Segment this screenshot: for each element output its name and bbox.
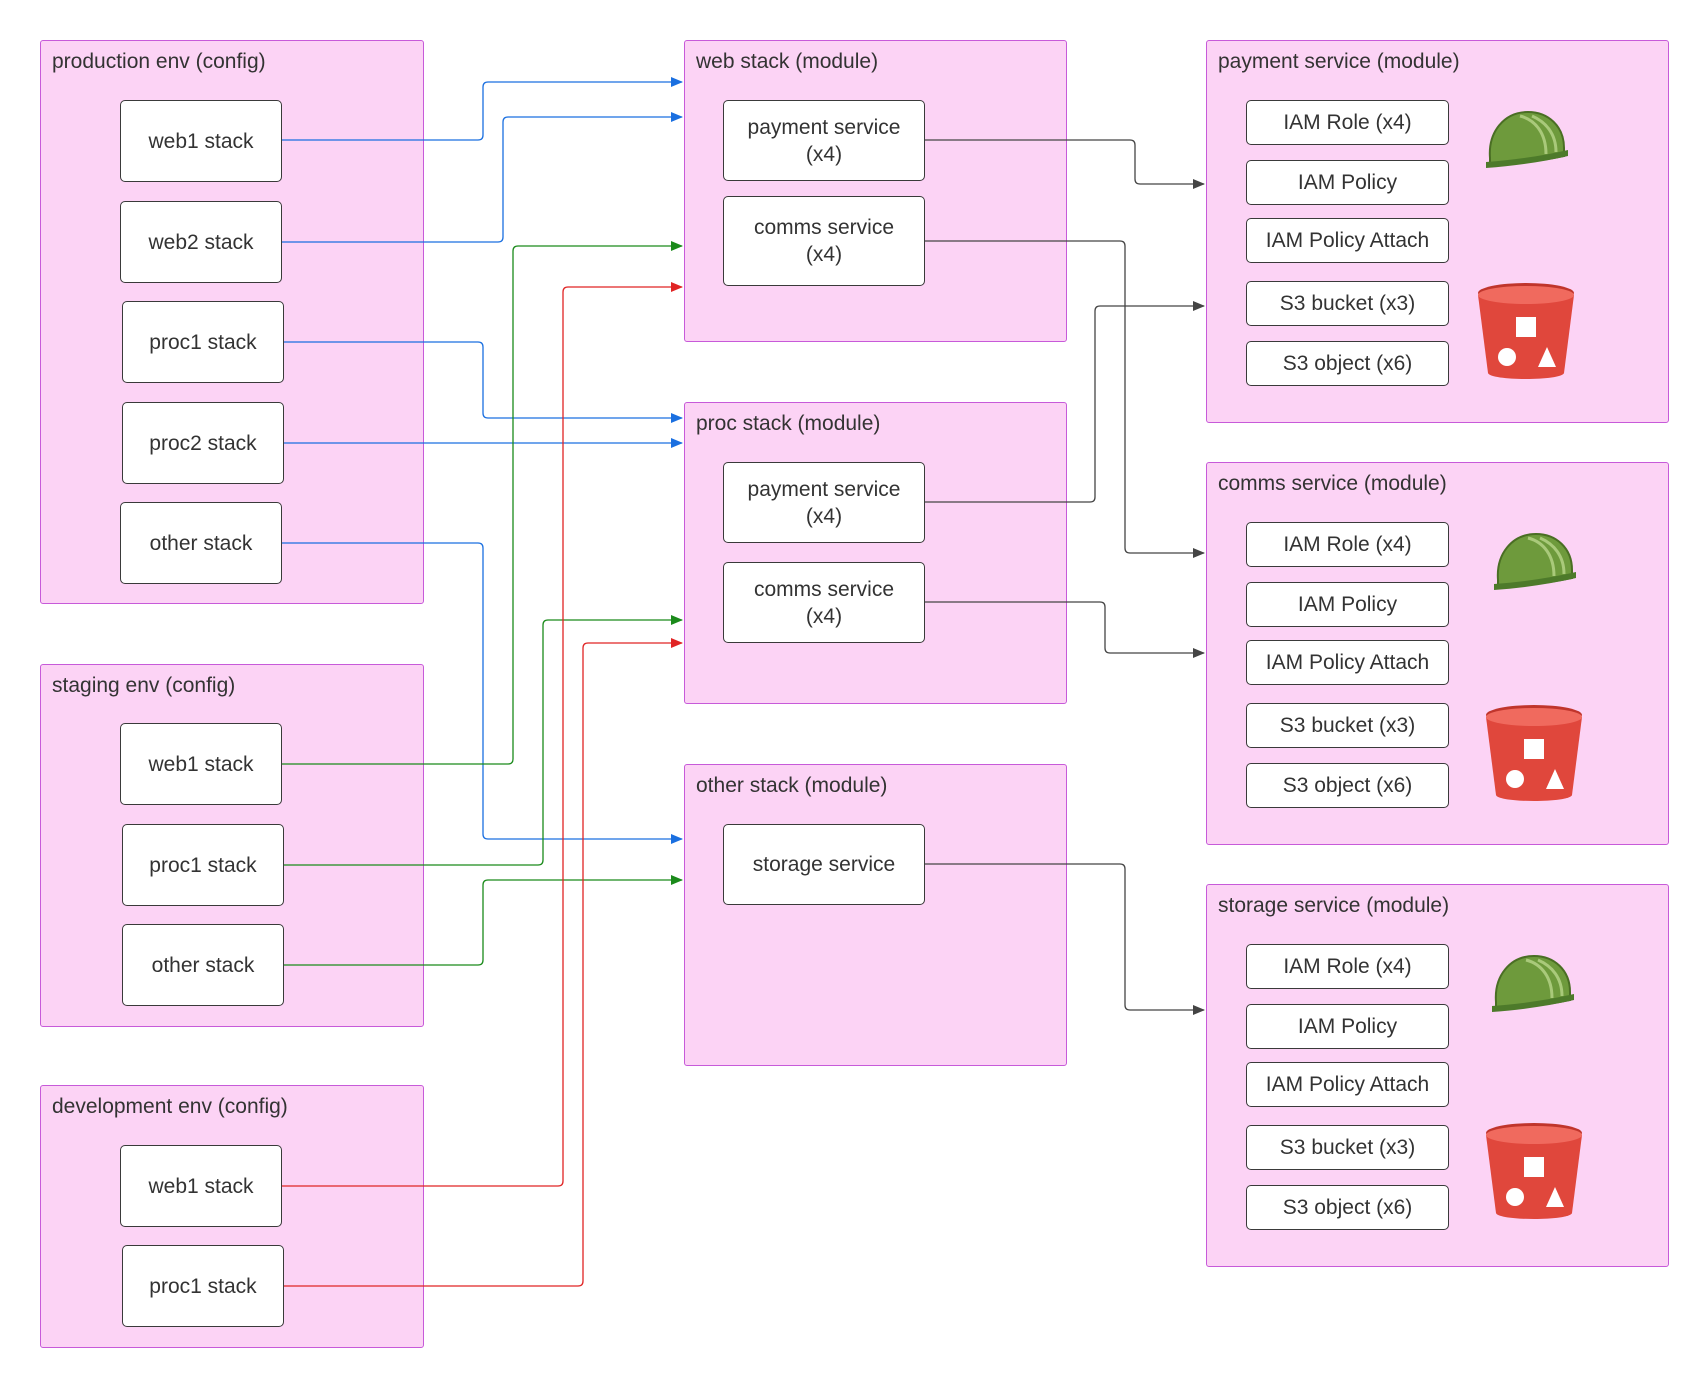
- helmet-icon: [1492, 954, 1574, 1012]
- edge-prod-other-to-other-stack: [282, 542, 683, 844]
- staging-proc1-stack-node[interactable]: proc1 stack: [122, 824, 284, 906]
- group-title: production env (config): [52, 50, 266, 73]
- staging-other-stack-node[interactable]: other stack: [122, 924, 284, 1006]
- comms-iam-policy-attach-node[interactable]: IAM Policy Attach: [1246, 640, 1449, 685]
- comms-iam-policy-node[interactable]: IAM Policy: [1246, 582, 1449, 627]
- edge-dev-proc1-to-proc-stack: [284, 638, 683, 1287]
- web-comms-service-node[interactable]: comms service (x4): [723, 196, 925, 286]
- storage-iam-policy-attach-node[interactable]: IAM Policy Attach: [1246, 1062, 1449, 1107]
- helmet-icon: [1486, 110, 1568, 168]
- prod-proc1-stack-node[interactable]: proc1 stack: [122, 301, 284, 383]
- prod-web2-stack-node[interactable]: web2 stack: [120, 201, 282, 283]
- prod-proc2-stack-node[interactable]: proc2 stack: [122, 402, 284, 484]
- staging-web1-stack-node[interactable]: web1 stack: [120, 723, 282, 805]
- group-title: payment service (module): [1218, 50, 1460, 73]
- web-payment-service-node[interactable]: payment service (x4): [723, 100, 925, 181]
- edge-prod-web1-to-web-stack: [282, 77, 683, 141]
- edge-web-payment-to-payment-service: [925, 139, 1205, 189]
- edge-storage-to-storage-service: [925, 863, 1205, 1015]
- payment-s3-object-node[interactable]: S3 object (x6): [1246, 341, 1449, 386]
- storage-service-node[interactable]: storage service: [723, 824, 925, 905]
- storage-iam-policy-node[interactable]: IAM Policy: [1246, 1004, 1449, 1049]
- storage-s3-object-node[interactable]: S3 object (x6): [1246, 1185, 1449, 1230]
- group-title: development env (config): [52, 1095, 288, 1118]
- storage-iam-role-node[interactable]: IAM Role (x4): [1246, 944, 1449, 989]
- edge-web-comms-to-comms-service: [925, 240, 1205, 558]
- comms-iam-role-node[interactable]: IAM Role (x4): [1246, 522, 1449, 567]
- s3-bucket-icon: [1486, 1123, 1582, 1219]
- group-title: other stack (module): [696, 774, 888, 797]
- payment-s3-bucket-node[interactable]: S3 bucket (x3): [1246, 281, 1449, 326]
- group-title: storage service (module): [1218, 894, 1450, 917]
- group-title: comms service (module): [1218, 472, 1447, 495]
- helmet-icon: [1494, 532, 1576, 590]
- group-title: web stack (module): [696, 50, 879, 73]
- edge-staging-other-to-other-stack: [284, 875, 683, 966]
- other-stack-module-group: other stack (module): [684, 764, 1067, 1066]
- edge-staging-proc1-to-proc-stack: [284, 615, 683, 866]
- edge-proc-comms-to-comms-service: [925, 601, 1205, 658]
- prod-other-stack-node[interactable]: other stack: [120, 502, 282, 584]
- edge-proc-payment-to-payment-service: [925, 301, 1205, 503]
- web-stack-module-group: web stack (module): [684, 40, 1067, 342]
- storage-s3-bucket-node[interactable]: S3 bucket (x3): [1246, 1125, 1449, 1170]
- proc-payment-service-node[interactable]: payment service (x4): [723, 462, 925, 543]
- comms-s3-object-node[interactable]: S3 object (x6): [1246, 763, 1449, 808]
- group-title: proc stack (module): [696, 412, 881, 435]
- dev-web1-stack-node[interactable]: web1 stack: [120, 1145, 282, 1227]
- dev-proc1-stack-node[interactable]: proc1 stack: [122, 1245, 284, 1327]
- proc-comms-service-node[interactable]: comms service (x4): [723, 562, 925, 643]
- s3-bucket-icon: [1486, 705, 1582, 801]
- edge-prod-proc1-to-proc-stack: [284, 341, 683, 423]
- payment-iam-policy-node[interactable]: IAM Policy: [1246, 160, 1449, 205]
- payment-iam-policy-attach-node[interactable]: IAM Policy Attach: [1246, 218, 1449, 263]
- prod-web1-stack-node[interactable]: web1 stack: [120, 100, 282, 182]
- payment-iam-role-node[interactable]: IAM Role (x4): [1246, 100, 1449, 145]
- group-title: staging env (config): [52, 674, 236, 697]
- edge-prod-web2-to-web-stack: [282, 112, 683, 243]
- comms-s3-bucket-node[interactable]: S3 bucket (x3): [1246, 703, 1449, 748]
- edge-staging-web1-to-web-stack: [282, 241, 683, 765]
- proc-stack-module-group: proc stack (module): [684, 402, 1067, 704]
- edge-dev-web1-to-web-stack: [282, 282, 683, 1187]
- s3-bucket-icon: [1478, 283, 1574, 379]
